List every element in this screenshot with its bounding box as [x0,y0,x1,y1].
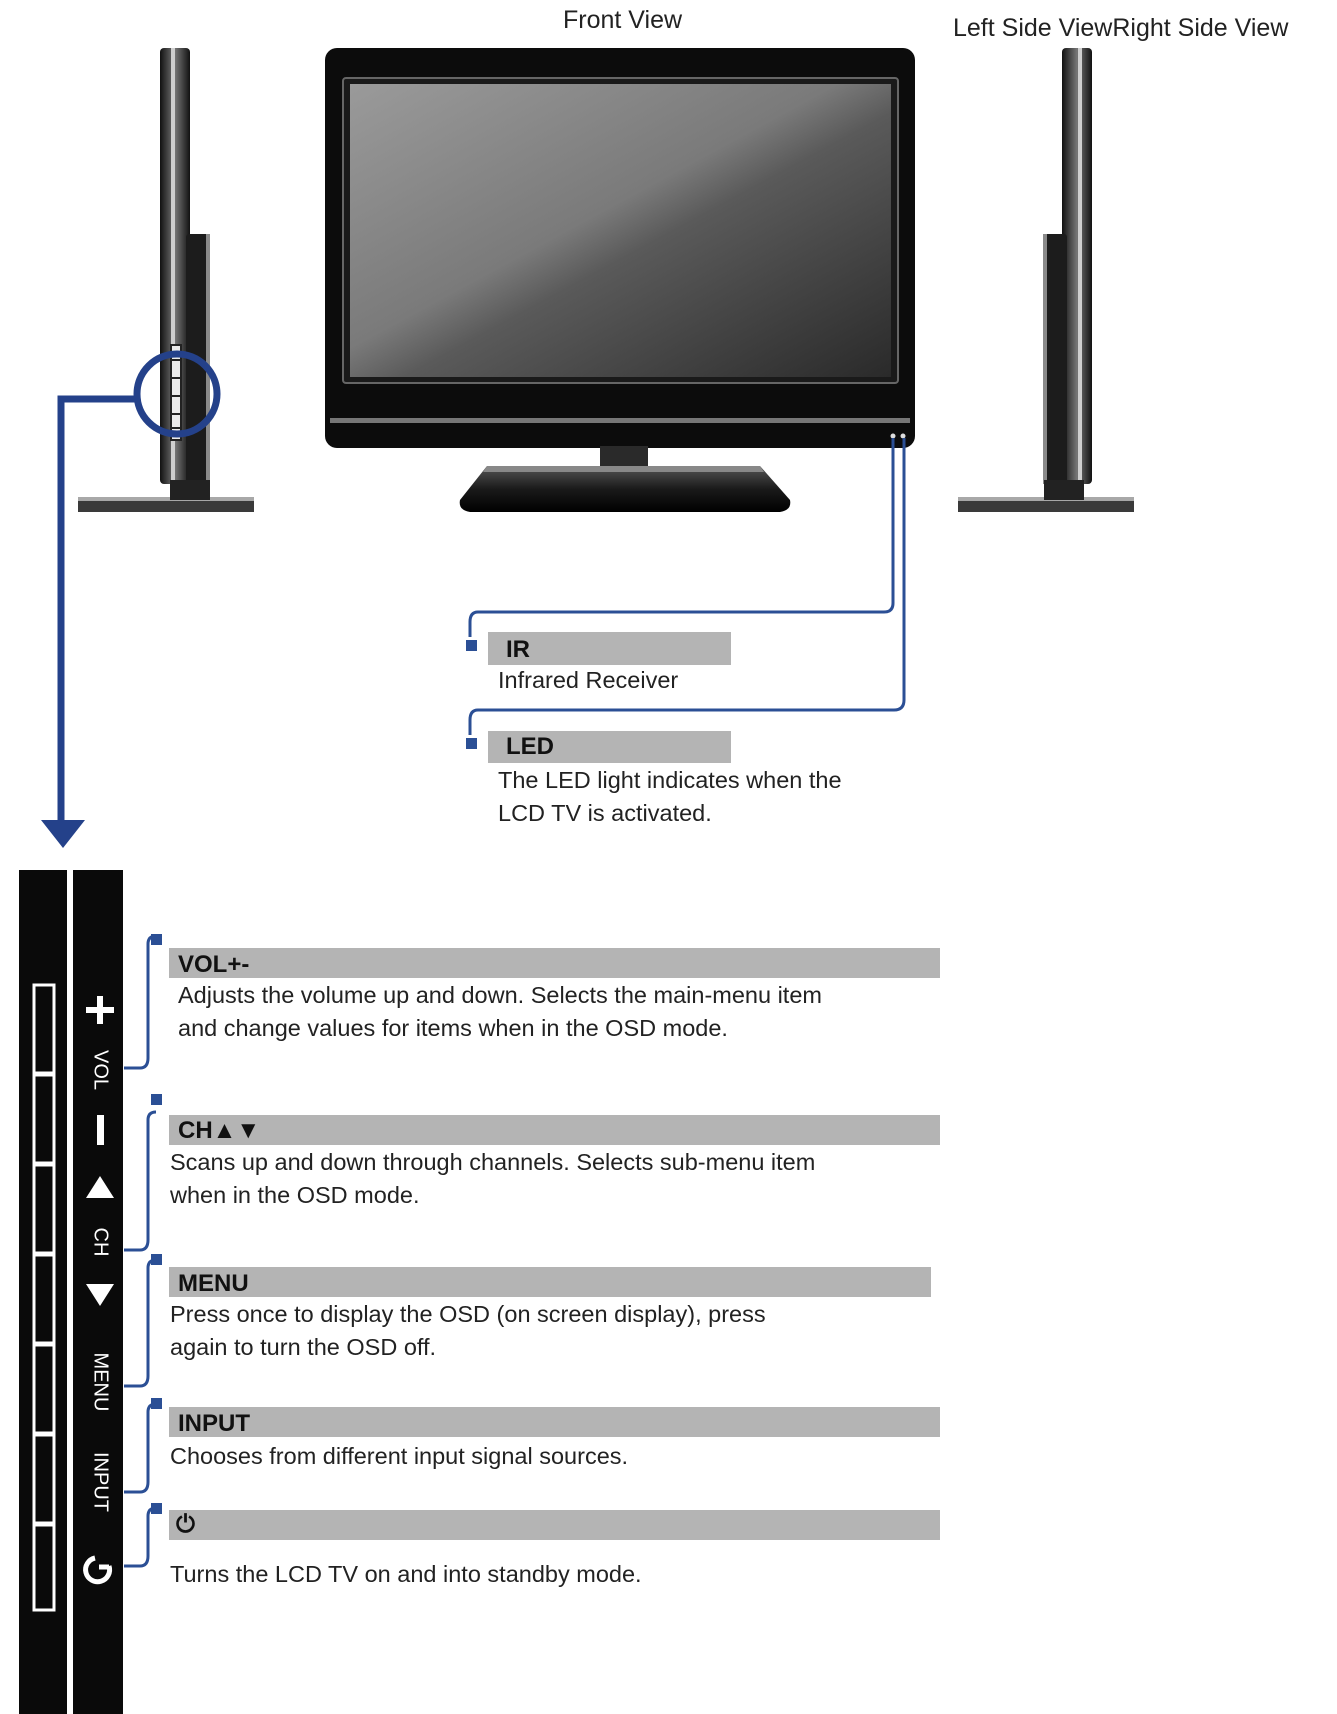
vol-description-line: and change values for items when in the … [178,1015,728,1041]
front-view-title: Front View [563,6,683,34]
control-panel [19,870,123,1714]
panel-label-input: INPUT [89,1452,112,1512]
led-description: The LED light indicates when the LCD TV … [498,764,842,830]
power-title-bar [169,1510,940,1540]
ir-title-bar [488,632,731,665]
led-description-line: The LED light indicates when the [498,767,842,793]
menu-description-line: again to turn the OSD off. [170,1334,437,1360]
power-marker [151,1503,162,1514]
menu-description: Press once to display the OSD (on screen… [170,1298,766,1364]
panel-label-ch: CH [89,1227,112,1257]
vol-marker [151,934,162,945]
front-view-tv [325,48,915,512]
ir-description: Infrared Receiver [498,667,679,693]
vol-title: VOL+- [178,951,250,978]
ir-title: IR [506,636,530,663]
right-side-view-tv [958,48,1134,512]
power-icon: ⏻ [176,1510,195,1538]
ch-marker [151,1094,162,1105]
side-views-title: Left Side ViewRight Side View [953,14,1289,42]
power-description: Turns the LCD TV on and into standby mod… [170,1558,642,1591]
input-description: Chooses from different input signal sour… [170,1440,628,1473]
input-title-bar [169,1407,940,1437]
input-description-line: Chooses from different input signal sour… [170,1443,629,1469]
ch-description-line: when in the OSD mode. [170,1182,420,1208]
input-title: INPUT [178,1410,250,1437]
led-description-line: LCD TV is activated. [498,800,712,826]
vol-description-line: Adjusts the volume up and down. Selects … [178,982,822,1008]
led-marker [466,738,477,749]
ch-title: CH▲▼ [178,1117,261,1144]
panel-label-vol: VOL [89,1049,112,1091]
panel-label-menu: MENU [89,1352,112,1412]
ch-description-line: Scans up and down through channels. Sele… [170,1149,816,1175]
led-title-bar [488,731,731,763]
ch-title-bar [169,1115,940,1145]
vol-description: Adjusts the volume up and down. Selects … [178,979,822,1045]
input-marker [151,1398,162,1409]
menu-description-line: Press once to display the OSD (on screen… [170,1301,766,1327]
vol-title-bar [169,948,940,978]
menu-marker [151,1254,162,1265]
menu-title-bar [169,1267,931,1297]
ch-description: Scans up and down through channels. Sele… [170,1146,815,1212]
left-side-view-tv [78,48,254,512]
led-title: LED [506,733,554,760]
power-description-line: Turns the LCD TV on and into standby mod… [170,1561,642,1587]
menu-title: MENU [178,1270,249,1297]
ir-marker [466,640,477,651]
